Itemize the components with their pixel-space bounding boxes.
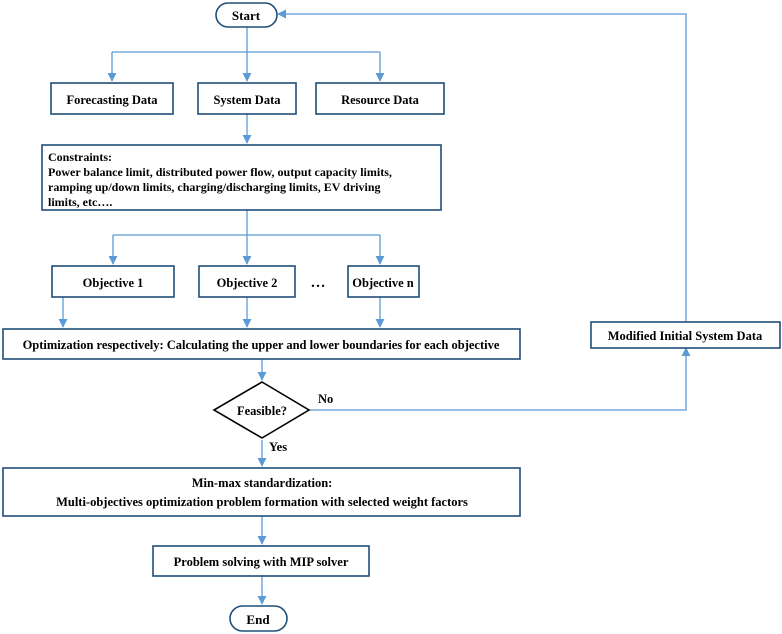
minmax-line-2: Multi-objectives optimization problem fo… — [56, 495, 468, 509]
objective-n-label: Objective n — [352, 276, 413, 290]
constraints-box: Constraints: Power balance limit, distri… — [41, 144, 442, 211]
connectors — [58, 9, 691, 605]
modified-initial-system-data-box: Modified Initial System Data — [590, 321, 781, 349]
problem-solving-box: Problem solving with MIP solver — [152, 545, 370, 577]
yes-label: Yes — [269, 440, 287, 454]
feasible-label: Feasible? — [237, 404, 287, 418]
end-label: End — [246, 612, 270, 627]
resource-data-label: Resource Data — [341, 93, 420, 107]
objective-n-box: Objective n — [347, 265, 420, 298]
start-node: Start — [215, 2, 278, 28]
system-data-box: System Data — [197, 82, 297, 115]
start-label: Start — [232, 8, 261, 23]
resource-data-box: Resource Data — [315, 82, 445, 115]
forecasting-data-label: Forecasting Data — [66, 93, 158, 107]
arrow-modified-to-start — [277, 9, 687, 322]
constraints-title: Constraints: — [48, 150, 112, 164]
arrow-no-to-modified — [309, 347, 691, 411]
optimization-label: Optimization respectively: Calculating t… — [23, 338, 500, 352]
connector-constraints-to-objectives — [113, 210, 380, 236]
objective-2-box: Objective 2 — [198, 265, 296, 298]
constraints-line-3: limits, etc…. — [48, 195, 112, 209]
constraints-line-1: Power balance limit, distributed power f… — [48, 165, 392, 179]
system-data-label: System Data — [213, 93, 281, 107]
objective-1-label: Objective 1 — [83, 276, 144, 290]
minmax-line-1: Min-max standardization: — [192, 476, 333, 490]
modified-initial-system-data-label: Modified Initial System Data — [608, 329, 763, 343]
optimization-box: Optimization respectively: Calculating t… — [2, 328, 521, 360]
constraints-line-2: ramping up/down limits, charging/dischar… — [48, 180, 381, 194]
objective-2-label: Objective 2 — [217, 276, 278, 290]
minmax-box: Min-max standardization: Multi-objective… — [2, 467, 521, 517]
objectives-ellipsis: … — [311, 275, 326, 291]
feasible-decision: Feasible? — [212, 381, 311, 439]
end-node: End — [229, 605, 288, 632]
connector-start-to-data — [112, 27, 380, 53]
no-label: No — [318, 392, 333, 406]
forecasting-data-box: Forecasting Data — [50, 82, 174, 115]
objective-1-box: Objective 1 — [51, 265, 175, 298]
problem-solving-label: Problem solving with MIP solver — [174, 555, 349, 569]
